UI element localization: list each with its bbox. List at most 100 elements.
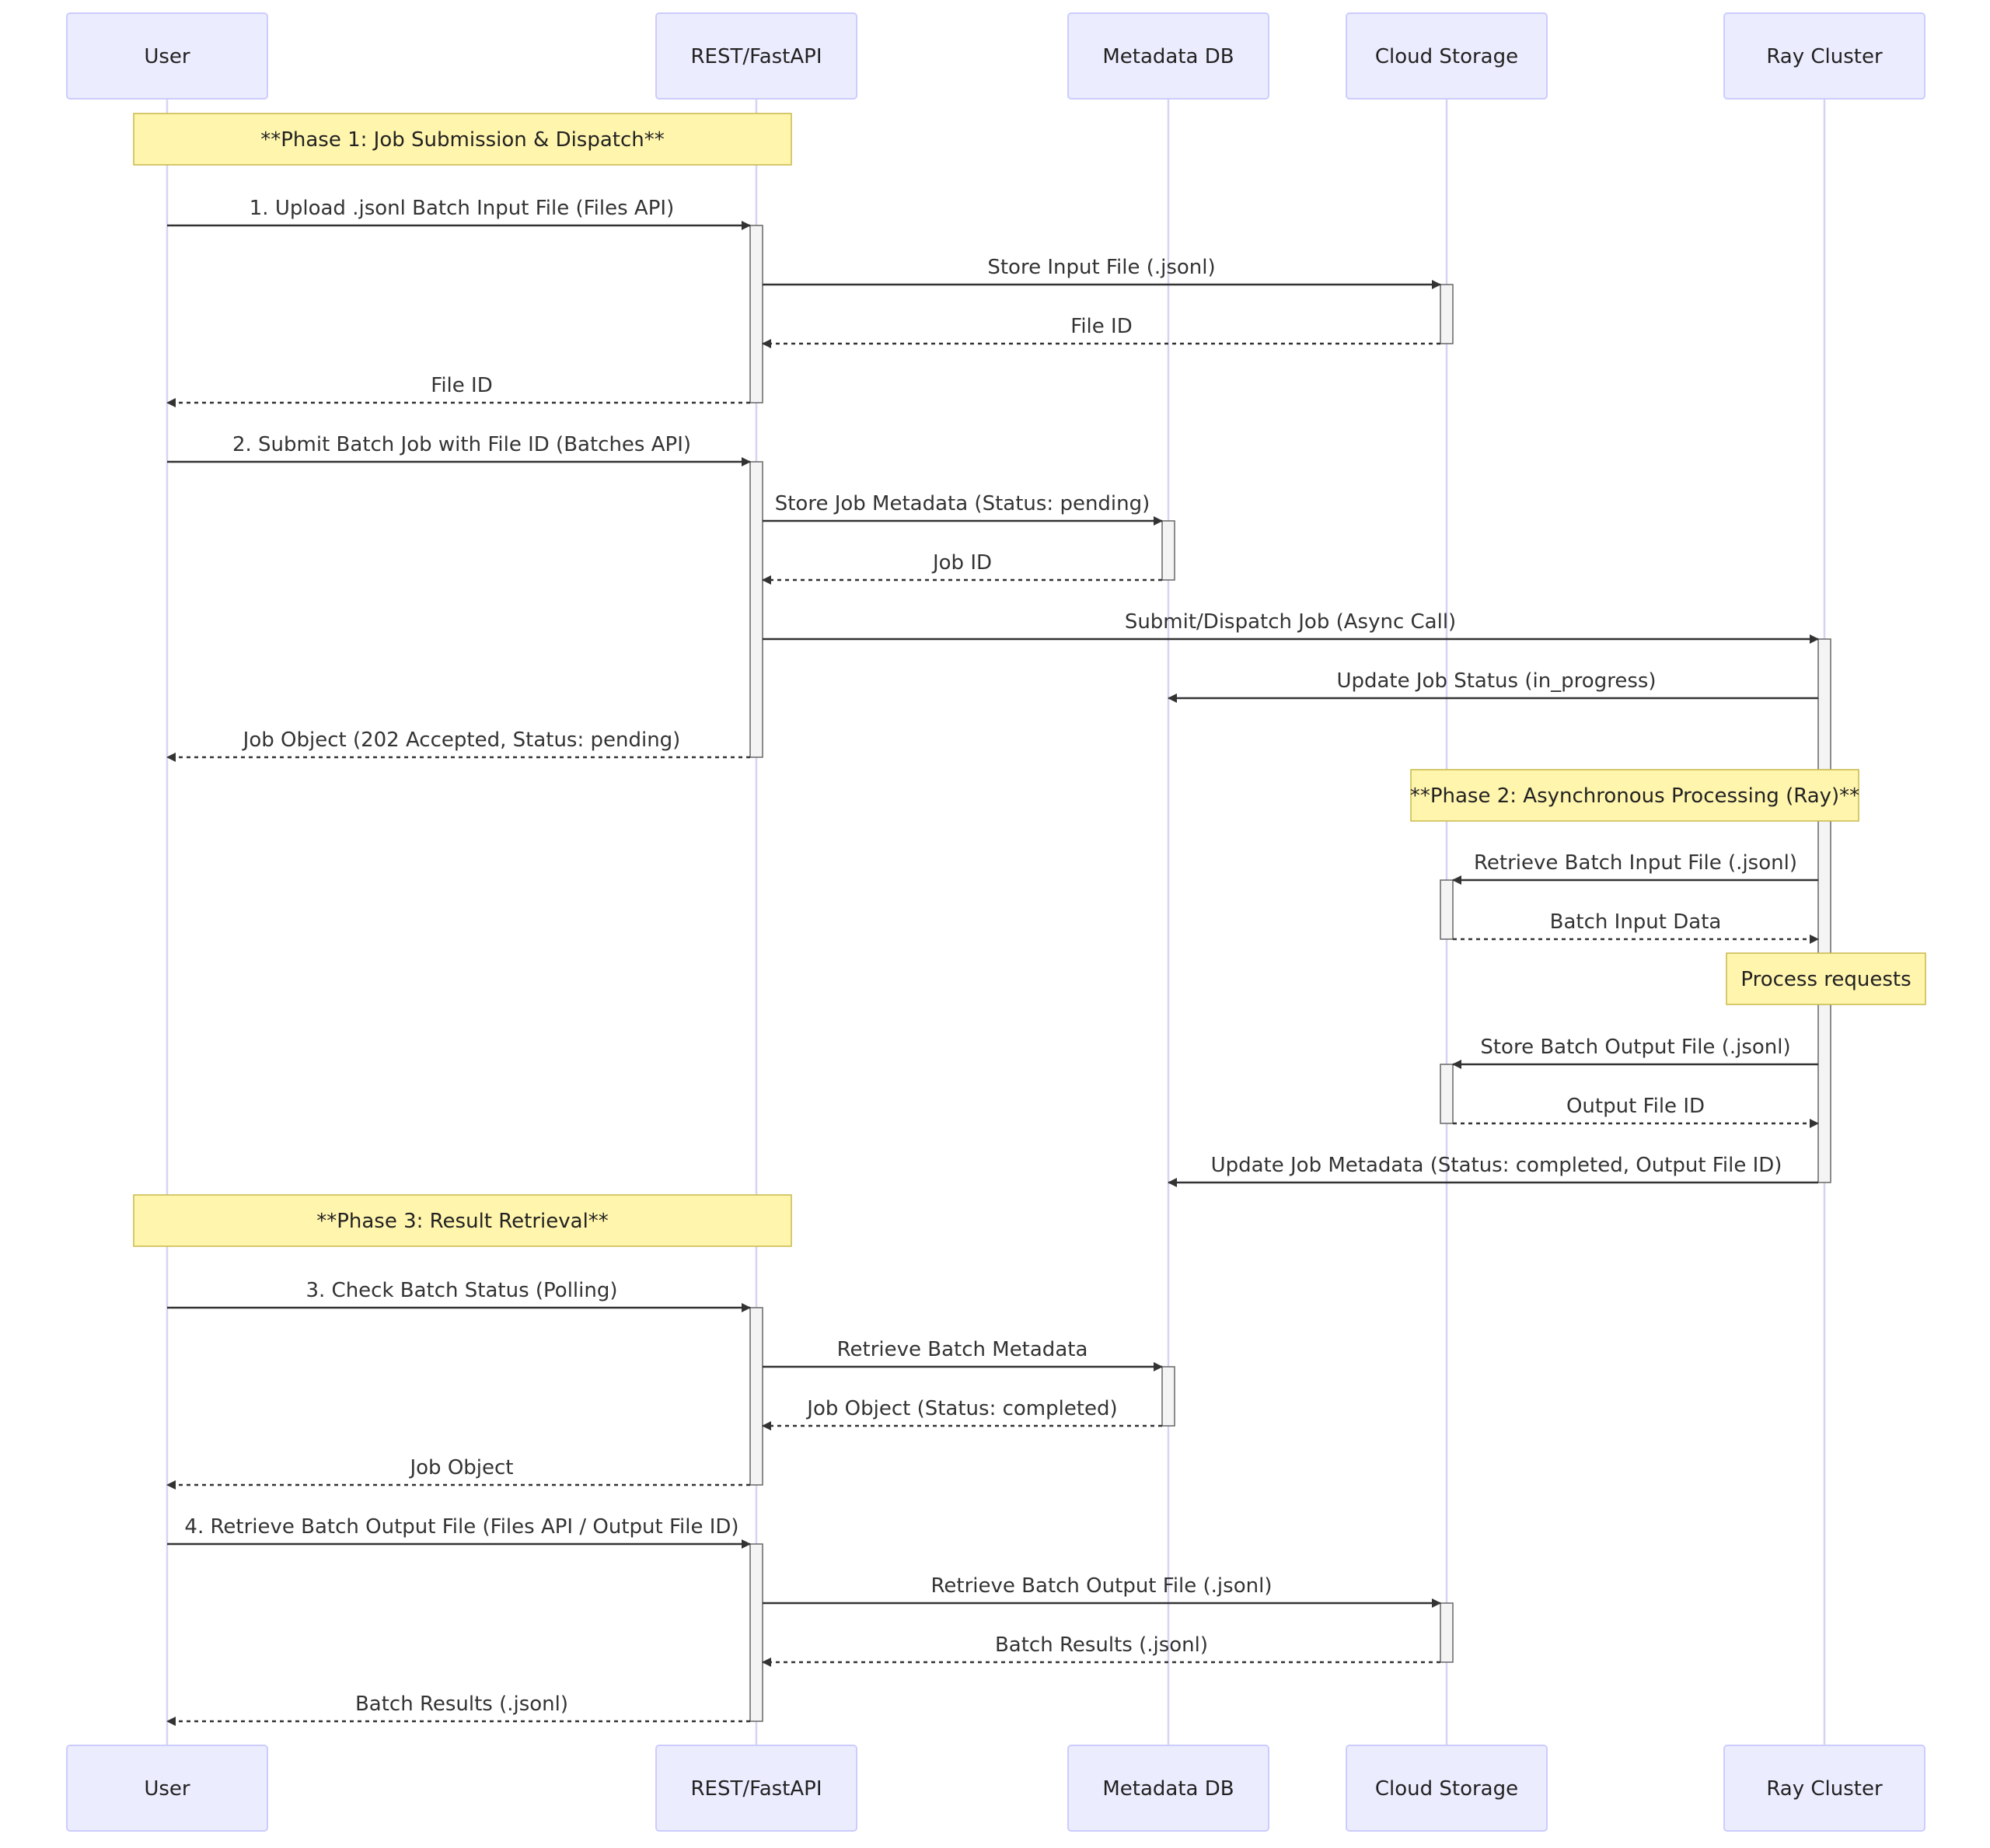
message-user-to-api: 4. Retrieve Batch Output File (Files API… (167, 1515, 751, 1549)
message-label: Batch Input Data (1550, 910, 1722, 934)
message-label: 1. Upload .jsonl Batch Input File (Files… (250, 197, 674, 220)
activation-bar-storage (1440, 284, 1454, 344)
participant-label: REST/FastAPI (690, 1777, 822, 1801)
participant-user-top: User (66, 12, 268, 100)
message-user-to-api: 3. Check Batch Status (Polling) (167, 1279, 751, 1312)
note-text: **Phase 2: Asynchronous Processing (Ray)… (1410, 784, 1859, 808)
message-label: Batch Results (.jsonl) (355, 1693, 568, 1716)
message-label: Output File ID (1566, 1095, 1705, 1118)
participant-label: Ray Cluster (1766, 45, 1883, 68)
participant-label: User (144, 1777, 190, 1801)
message-label: Retrieve Batch Metadata (837, 1338, 1088, 1361)
message-label: Update Job Metadata (Status: completed, … (1211, 1154, 1782, 1177)
note-text: Process requests (1740, 968, 1911, 991)
message-label: Store Input File (.jsonl) (987, 256, 1215, 279)
participant-label: Metadata DB (1102, 45, 1234, 68)
message-label: Store Job Metadata (Status: pending) (775, 492, 1150, 515)
participant-box (1723, 1745, 1925, 1832)
message-db-to-api: Job Object (Status: completed) (762, 1397, 1162, 1431)
message-label: Store Batch Output File (.jsonl) (1480, 1036, 1790, 1059)
activations (749, 225, 1831, 1722)
message-api-to-user: File ID (166, 374, 750, 407)
activation-bar-ray (1817, 638, 1831, 1183)
activation-bar-api (749, 225, 763, 403)
message-label: Retrieve Batch Input File (.jsonl) (1474, 851, 1797, 875)
message-label: File ID (431, 374, 492, 397)
participant-ray-bottom: Ray Cluster (1723, 1745, 1925, 1832)
participant-box (1067, 1745, 1269, 1832)
activation-bar-storage (1440, 1602, 1454, 1663)
activation-bar-storage (1440, 1064, 1454, 1124)
message-storage-to-ray: Batch Input Data (1453, 910, 1819, 944)
message-label: 2. Submit Batch Job with File ID (Batche… (232, 433, 691, 456)
messages: 1. Upload .jsonl Batch Input File (Files… (166, 197, 1819, 1726)
message-api-to-storage: Store Input File (.jsonl) (763, 256, 1441, 289)
message-label: Job Object (202 Accepted, Status: pendin… (242, 728, 681, 752)
participant-box (1346, 1745, 1548, 1832)
notes: **Phase 1: Job Submission & Dispatch** **… (133, 113, 1926, 1247)
participant-box (1067, 12, 1269, 100)
participant-label: Ray Cluster (1766, 1777, 1883, 1801)
message-api-to-user: Batch Results (.jsonl) (166, 1693, 750, 1726)
note-phase3: **Phase 3: Result Retrieval** (133, 1194, 792, 1247)
message-label: 3. Check Batch Status (Polling) (305, 1279, 617, 1302)
participant-box (655, 1745, 857, 1832)
participant-storage-bottom: Cloud Storage (1346, 1745, 1548, 1832)
message-ray-to-storage: Store Batch Output File (.jsonl) (1452, 1036, 1818, 1069)
participant-storage-top: Cloud Storage (1346, 12, 1548, 100)
note-box (133, 113, 792, 166)
message-label: Retrieve Batch Output File (.jsonl) (931, 1574, 1273, 1598)
message-storage-to-api: File ID (762, 315, 1440, 348)
participant-label: REST/FastAPI (690, 45, 822, 68)
participant-box (1346, 12, 1548, 100)
message-label: Job ID (931, 551, 992, 575)
message-ray-to-db: Update Job Metadata (Status: completed, … (1168, 1154, 1818, 1187)
activation-bar-api (749, 461, 763, 758)
participant-label: Cloud Storage (1375, 1777, 1518, 1801)
message-label: 4. Retrieve Batch Output File (Files API… (184, 1515, 738, 1539)
message-api-to-user: Job Object (166, 1456, 750, 1490)
note-box (1726, 952, 1926, 1005)
participant-box (66, 1745, 268, 1832)
message-ray-to-db: Update Job Status (in_progress) (1168, 669, 1818, 703)
participant-db-top: Metadata DB (1067, 12, 1269, 100)
message-label: Update Job Status (in_progress) (1336, 669, 1656, 693)
participant-box (1723, 12, 1925, 100)
message-api-to-ray: Submit/Dispatch Job (Async Call) (763, 610, 1819, 644)
activation-bar-db (1161, 1366, 1175, 1427)
message-api-to-db: Store Job Metadata (Status: pending) (763, 492, 1163, 526)
message-label: File ID (1070, 315, 1132, 338)
participant-label: User (144, 45, 190, 68)
message-storage-to-ray: Output File ID (1453, 1095, 1819, 1128)
message-api-to-user: Job Object (202 Accepted, Status: pendin… (166, 728, 750, 762)
message-label: Submit/Dispatch Job (Async Call) (1125, 610, 1456, 634)
participant-api-bottom: REST/FastAPI (655, 1745, 857, 1832)
message-user-to-api: 1. Upload .jsonl Batch Input File (Files… (167, 197, 751, 230)
participant-ray-top: Ray Cluster (1723, 12, 1925, 100)
message-label: Batch Results (.jsonl) (995, 1633, 1208, 1657)
participant-db-bottom: Metadata DB (1067, 1745, 1269, 1832)
note-phase2: **Phase 2: Asynchronous Processing (Ray)… (1410, 769, 1859, 822)
note-box (133, 1194, 792, 1247)
note-process: Process requests (1726, 952, 1926, 1005)
note-text: **Phase 1: Job Submission & Dispatch** (260, 128, 665, 152)
message-label: Job Object (Status: completed) (805, 1397, 1117, 1420)
participant-label: Metadata DB (1102, 1777, 1234, 1801)
participant-box (66, 12, 268, 100)
message-api-to-db: Retrieve Batch Metadata (763, 1338, 1163, 1371)
note-phase1: **Phase 1: Job Submission & Dispatch** (133, 113, 792, 166)
message-user-to-api: 2. Submit Batch Job with File ID (Batche… (167, 433, 751, 466)
participant-box (655, 12, 857, 100)
note-text: **Phase 3: Result Retrieval** (316, 1210, 609, 1233)
message-db-to-api: Job ID (762, 551, 1162, 585)
activation-bar-db (1161, 520, 1175, 581)
activation-bar-api (749, 1307, 763, 1486)
activation-bar-api (749, 1543, 763, 1722)
participant-user-bottom: User (66, 1745, 268, 1832)
message-label: Job Object (408, 1456, 513, 1479)
message-ray-to-storage: Retrieve Batch Input File (.jsonl) (1452, 851, 1818, 885)
activation-bar-storage (1440, 879, 1454, 940)
note-box (1410, 769, 1859, 822)
